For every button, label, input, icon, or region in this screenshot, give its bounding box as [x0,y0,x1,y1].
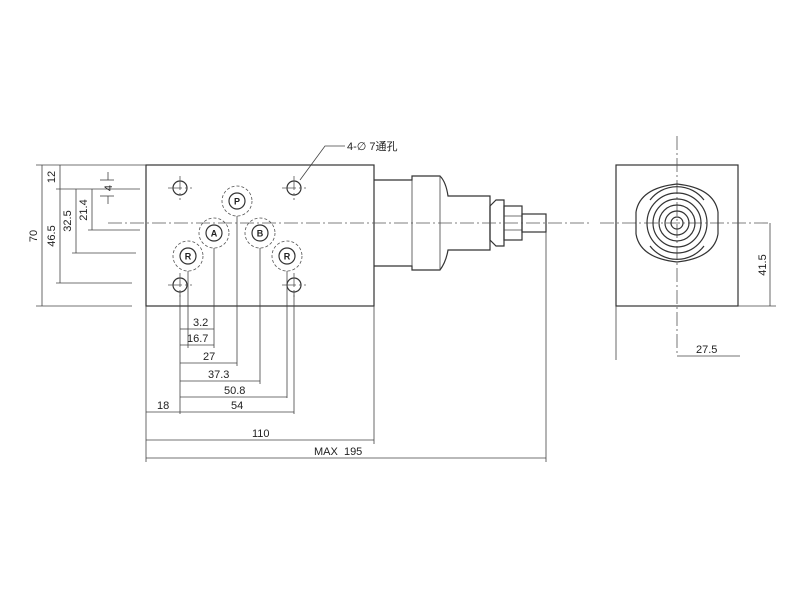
dim-18: 18 [157,400,169,412]
dim-4: 4 [103,185,115,191]
side-view: 41.5 27.5 [600,136,776,360]
dim-16-7: 16.7 [187,333,208,345]
dim-27: 27 [203,351,215,363]
dim-50-8: 50.8 [224,385,245,397]
dim-37-3: 37.3 [208,369,229,381]
port-p-label: P [234,197,240,207]
dim-27-5: 27.5 [696,344,717,356]
port-r-left: R [172,240,204,272]
dim-70: 70 [28,230,40,242]
port-b: B [244,217,276,249]
port-b-label: B [257,229,264,239]
port-r-right-label: R [284,252,291,262]
port-r-left-label: R [185,252,192,262]
dim-21-4: 21.4 [78,199,90,220]
vertical-dimensions-left: 70 46.5 12 32.5 21.4 4 [28,164,146,307]
dim-41-5: 41.5 [757,254,769,275]
front-view: P A B R R 4-∅ 7通孔 [108,140,590,307]
dim-46-5: 46.5 [46,225,58,246]
dim-max-195: MAX 195 [314,446,362,458]
port-a: A [198,217,230,249]
adjuster-end-view [635,183,719,263]
port-r-right: R [271,240,303,272]
dim-110: 110 [252,428,270,440]
dim-32-5: 32.5 [62,210,74,231]
mounting-hole [282,176,306,200]
dim-3-2: 3.2 [193,317,208,329]
hole-callout: 4-∅ 7通孔 [299,140,398,181]
dim-12: 12 [46,171,58,183]
port-a-label: A [211,229,218,239]
port-p: P [221,185,253,217]
mounting-hole [168,176,192,200]
hole-note: 4-∅ 7通孔 [347,140,398,153]
dim-54: 54 [231,400,243,412]
lock-nut [489,199,505,247]
horizontal-dimensions: 3.2 16.7 27 37.3 50.8 18 54 110 MAX 195 [145,216,547,462]
